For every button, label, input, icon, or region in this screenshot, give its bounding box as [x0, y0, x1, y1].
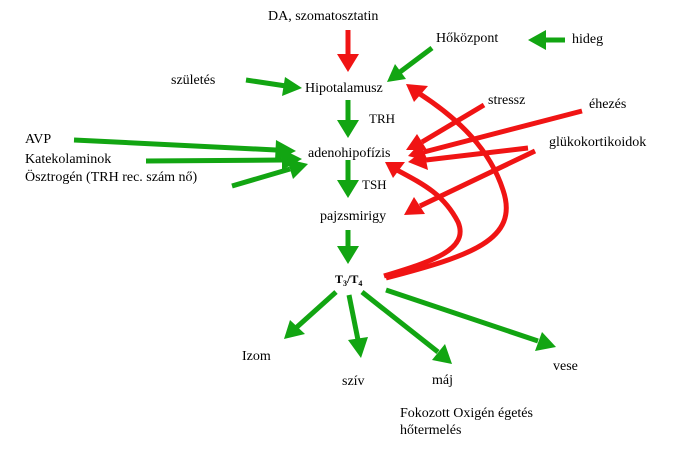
label-szuletes: születés — [171, 73, 216, 88]
arrowhead-da — [337, 54, 359, 72]
arrowhead-szuletes — [282, 77, 302, 96]
arrowhead-t3t4-hipo — [406, 84, 428, 102]
arrow-ehezes-to-adenohipofizis — [423, 108, 583, 155]
arrowhead-tsh — [337, 180, 359, 198]
label-hipotalamusz: Hipotalamusz — [305, 81, 383, 96]
arrowhead-osztrogen — [287, 159, 308, 179]
arrowhead-hokozpont — [387, 64, 406, 82]
label-hokozpont: Hőközpont — [436, 31, 499, 46]
arrowhead-stressz — [406, 134, 427, 150]
label-stressz: stressz — [488, 93, 526, 108]
label-ehezes: éhezés — [589, 97, 627, 112]
label-vese: vese — [553, 359, 578, 374]
label-fokozott-oxigen-eges: Fokozott Oxigén égetés — [400, 406, 533, 421]
t4-subscript: 4 — [358, 279, 363, 288]
arrowhead-pajzsmirigy — [337, 246, 359, 264]
arrow-katekol-to-adenohipofizis — [145, 157, 283, 164]
arrowhead-katekol — [282, 149, 302, 170]
arrowhead-hideg — [528, 30, 546, 50]
arrow-szuletes-to-hipotalamusz — [245, 77, 287, 89]
arrow-t3t4-to-maj — [360, 290, 440, 354]
arrow-stressz-to-adenohipofizis — [420, 102, 486, 145]
arrow-hokozpont-to-hipotalamusz — [398, 46, 434, 74]
label-hotermeles: hőtermelés — [400, 423, 462, 438]
label-adenohipofizis: adenohipofízis — [308, 146, 391, 161]
label-katekolaminok: Katekolaminok — [25, 152, 112, 167]
arrow-osztrogen-to-adenohipofizis — [231, 166, 291, 189]
arrowhead-avp — [275, 140, 296, 161]
label-avp: AVP — [25, 132, 52, 147]
arrowhead-trh — [337, 120, 359, 138]
arrowhead-izom — [284, 320, 305, 339]
t3-subscript: 3 — [343, 279, 348, 288]
label-glukokortikoidok: glükokortikoidok — [549, 135, 647, 150]
arrow-t3t4-to-hipotalamusz — [385, 91, 509, 281]
arrowhead-glukokortikoidok-adeno — [408, 150, 428, 170]
label-pajzsmirigy: pajzsmirigy — [320, 209, 387, 224]
label-osztrogen: Ösztrogén (TRH rec. szám nő) — [25, 170, 198, 185]
arrowhead-maj — [432, 344, 452, 364]
arrow-t3t4-to-vese — [385, 287, 539, 344]
label-da-szomatosztatin: DA, szomatosztatin — [268, 9, 379, 24]
label-tsh: TSH — [362, 177, 387, 192]
arrow-glukokortikoidok-to-adenohipofizis — [425, 145, 529, 163]
label-sziv: szív — [342, 374, 365, 389]
label-izom: Izom — [242, 349, 271, 364]
label-maj: máj — [432, 373, 453, 388]
arrow-t3t4-to-izom — [295, 290, 338, 329]
t3-letter: T — [335, 272, 344, 286]
arrowhead-glukokortikoidok-pajzs — [404, 197, 425, 215]
label-hideg: hideg — [572, 32, 604, 47]
arrow-t3t4-to-sziv — [346, 294, 361, 341]
arrow-avp-to-adenohipofizis — [73, 137, 277, 153]
t4-letter: /T — [347, 272, 359, 286]
label-trh: TRH — [369, 111, 395, 126]
arrowhead-vese — [535, 332, 556, 351]
arrowhead-t3t4-adeno — [385, 162, 405, 178]
label-t3-t4: T3/T4 — [335, 273, 362, 288]
arrow-t3t4-to-adenohipofizis — [383, 167, 463, 279]
arrowhead-sziv — [348, 337, 368, 358]
